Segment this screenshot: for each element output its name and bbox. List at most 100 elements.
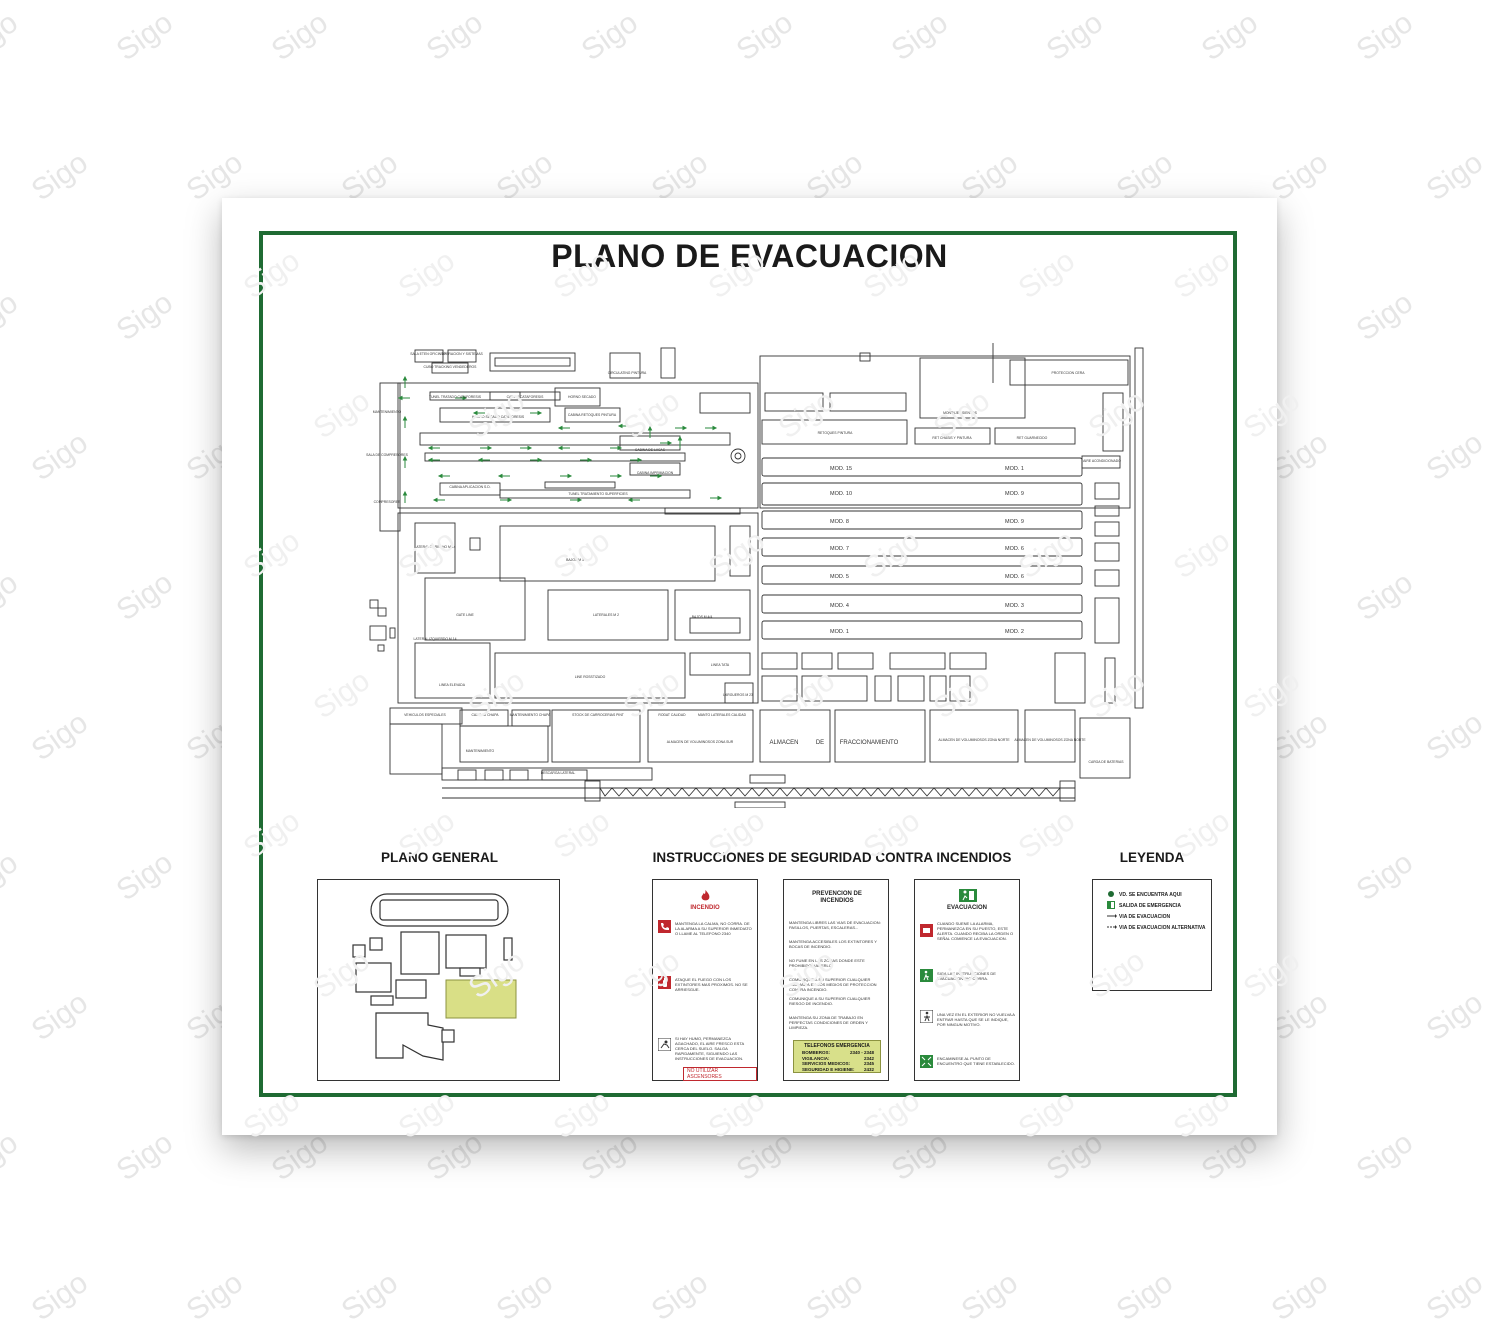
watermark-text: Sigo (1420, 985, 1489, 1048)
emergency-phones-title: TELEFONOS EMERGENCIA (804, 1043, 870, 1049)
evacuation-arrowhead (402, 490, 408, 496)
plan-label: RETOQUES PINTURA (818, 431, 854, 435)
plan-label: DESCARGA LATERAL (541, 771, 576, 775)
watermark-text: Sigo (1420, 705, 1489, 768)
extinguisher-icon (658, 976, 671, 989)
plan-label: HORNO SECADO (568, 395, 596, 399)
watermark-text: Sigo (0, 5, 24, 68)
plan-label: COMPRESORES (374, 500, 401, 504)
plan-label: RODAT CALIDAD (658, 713, 686, 717)
watermark-text: Sigo (1420, 425, 1489, 488)
plan-label: SALA DE COMPRESORES (366, 453, 409, 457)
plan-label: SALA ETEN OFICINTO (410, 352, 446, 356)
instructions-title: INSTRUCCIONES DE SEGURIDAD CONTRA INCEND… (652, 850, 1012, 865)
legend-title: LEYENDA (1119, 850, 1185, 865)
evacuation-arrowhead (657, 473, 663, 479)
emergency-phone-row: SERVICIOS MEDICOS:2345 (802, 1061, 874, 1067)
walking-exit-icon (920, 969, 933, 982)
you-are-here-icon (1108, 891, 1114, 897)
emergency-phone-row: VIGILANCIA:2342 (802, 1056, 874, 1062)
plan-label: GATE LINE (456, 613, 474, 617)
site-overview-map (352, 893, 517, 1061)
watermark-text: Sigo (1237, 663, 1306, 726)
card-evacuacion: EVACUACION CUANDO SUENE LA ALARMA, PERMA… (914, 879, 1020, 1081)
legend-item-emergency-exit: SALIDA DE EMERGENCIA (1119, 903, 1182, 909)
watermark-text: Sigo (110, 285, 179, 348)
watermark-text: Sigo (420, 1125, 489, 1188)
prevencion-item-2: MANTENGA ACCESIBLES LOS EXTINTORES Y BOC… (789, 939, 877, 949)
plan-label: CUBO TRACKING VENDEDEROS (424, 365, 478, 369)
plan-label: ALMACEN DE VOLUMINOSOS ZONA NORTE (1014, 738, 1086, 742)
emergency-exit-icon (959, 889, 977, 902)
evacuation-arrowhead (432, 497, 438, 503)
evacuation-arrowhead (567, 473, 573, 479)
module-label: MOD. 6 (1005, 574, 1024, 580)
alarm-icon (920, 924, 933, 937)
module-label: MOD. 1 (830, 629, 849, 635)
evacuation-arrowhead (537, 457, 543, 463)
watermark-text: Sigo (265, 1125, 334, 1188)
plan-label: CIRCULATING PINTURA (608, 371, 647, 375)
plan-label: RET GUARNECIDO (1017, 436, 1048, 440)
phone-name: VIGILANCIA: (802, 1055, 830, 1061)
watermark-text: Sigo (1350, 1125, 1419, 1188)
prevencion-item-4: COMUNIQUE A SU SUPERIOR CUALQUIER ANOMAL… (789, 977, 877, 992)
evacuation-arrowhead (472, 410, 478, 416)
evacuation-arrowhead (437, 473, 443, 479)
evacuation-arrowhead (402, 415, 408, 421)
phone-number: 2432 (863, 1066, 874, 1072)
plan-label: OPERACION Y SISTEMAS (441, 352, 483, 356)
plan-label: CARGA DE BATERIAS (1089, 760, 1125, 764)
emergency-phones-box: TELEFONOS EMERGENCIA BOMBEROS:2340 - 234… (793, 1040, 881, 1073)
watermark-text: Sigo (1420, 145, 1489, 208)
prevencion-title: PREVENCION DE INCENDIOS (812, 891, 862, 904)
module-label: MOD. 1 (1005, 466, 1024, 472)
watermark-text: Sigo (490, 1265, 559, 1328)
plan-label: HORNO SECADO CATAFORESIS (472, 415, 525, 419)
module-row (761, 565, 1083, 585)
evacuation-arrowhead (677, 435, 683, 441)
watermark-text: Sigo (1265, 1265, 1334, 1328)
card-incendio: INCENDIO MANTENGA LA CALMA, NO CORRA. DE… (652, 879, 758, 1081)
legend-item-alt-evacuation-route: VIA DE EVACUACION ALTERNATIVA (1119, 925, 1206, 931)
module-label: MOD. 9 (1005, 519, 1024, 525)
watermark-text: Sigo (0, 845, 24, 908)
watermark-text: Sigo (25, 145, 94, 208)
plan-label: ALMACEN DE VOLUMINOSOS ZONA SUR (667, 740, 734, 744)
module-row (761, 482, 1083, 506)
watermark-text: Sigo (885, 1125, 954, 1188)
watermark-text: Sigo (730, 5, 799, 68)
watermark-text: Sigo (1237, 943, 1306, 1006)
watermark-text: Sigo (800, 1265, 869, 1328)
prevencion-item-6: MANTENGA SU ZONA DE TRABAJO EN PERFECTAS… (789, 1015, 868, 1030)
evacuation-arrowhead (462, 395, 468, 401)
watermark-text: Sigo (575, 5, 644, 68)
prevencion-item-1: MANTENGA LIBRES LAS VIAS DE EVACUACION: … (789, 920, 881, 930)
plan-label: CABINA IMPRIMACION (637, 471, 674, 475)
watermark-text: Sigo (0, 1125, 24, 1188)
emergency-phone-row: BOMBEROS:2340 - 2348 (802, 1050, 874, 1056)
card-prevencion: PREVENCION DE INCENDIOS MANTENGA LIBRES … (783, 879, 889, 1081)
prevencion-item-5: COMUNIQUE A SU SUPERIOR CUALQUIER RIESGO… (789, 996, 871, 1006)
evacuation-route-icon (1107, 914, 1117, 918)
watermark-text: Sigo (730, 1125, 799, 1188)
plan-label: CABINA RETOQUES PINTURA (568, 413, 617, 417)
phone-number: 2345 (863, 1061, 874, 1066)
evacuation-arrowhead (682, 425, 688, 431)
watermark-text: Sigo (1350, 565, 1419, 628)
plan-label: MANTENIMIENTO (373, 410, 402, 414)
legend-item-evacuation-route: VIA DE EVACUACION (1119, 914, 1171, 920)
evacuation-arrowhead (627, 497, 633, 503)
plano-general-title: PLANO GENERAL (380, 850, 498, 865)
module-label: MOD. 9 (1005, 491, 1024, 497)
plan-label: RET CHASIS Y PINTURA (932, 436, 972, 440)
plan-label: CABINA DE LACAS (635, 448, 666, 452)
evacuation-arrowhead (617, 445, 623, 451)
plan-label: LARGUEROS M 23 (723, 693, 753, 697)
watermark-text: Sigo (335, 1265, 404, 1328)
evacuation-arrowhead (402, 375, 408, 381)
evacuation-arrowhead (427, 457, 433, 463)
module-label: MOD. 6 (1005, 546, 1024, 552)
incendio-title: INCENDIO (690, 905, 720, 911)
watermark-text: Sigo (420, 5, 489, 68)
